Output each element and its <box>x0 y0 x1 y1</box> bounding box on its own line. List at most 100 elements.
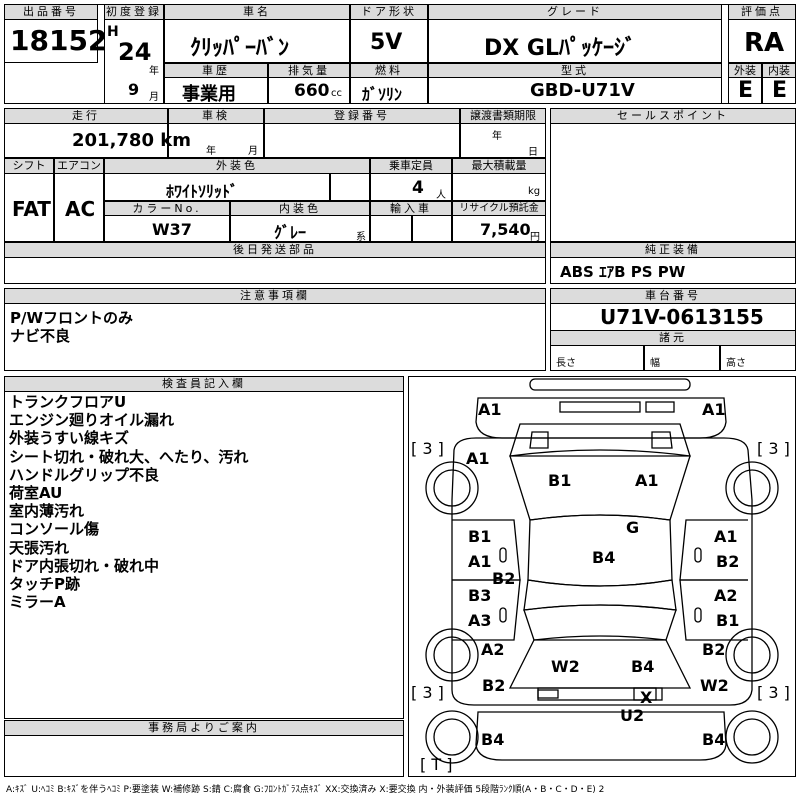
int-label: 内装 <box>762 63 796 78</box>
nin: 人 <box>436 190 446 201</box>
damage-a2-left-quarter: A2 <box>481 640 505 659</box>
damage-a1-hood-left: A1 <box>466 449 490 468</box>
model-label: 型式 <box>428 63 722 78</box>
damage-b1-windshield: B1 <box>548 471 572 490</box>
damage-a2-right-rear: A2 <box>714 586 738 605</box>
ac-label: エアコン <box>54 158 104 174</box>
office-label: 事務局よりご案内 <box>4 720 404 736</box>
displacement: 660 <box>294 81 330 101</box>
sales-cell <box>550 123 796 242</box>
insp-nen: 年 <box>206 146 216 157</box>
car-diagram-panel <box>408 376 796 777</box>
inspection-label: 車検 <box>168 108 264 124</box>
inspector-line: 荷室AU <box>9 484 63 503</box>
damage-g: G <box>626 518 640 537</box>
inspector-cell <box>4 391 404 719</box>
width-label: 幅 <box>650 358 660 369</box>
lot-number: 18152 <box>10 24 108 57</box>
damage-a1-left-door: A1 <box>468 552 492 571</box>
reg-month: 9 <box>128 80 140 99</box>
transfer-label: 譲渡書類期限 <box>460 108 546 124</box>
shipping-cell <box>4 257 546 284</box>
lot-label: 出品番号 <box>4 4 98 20</box>
doors-label: ドア形状 <box>350 4 428 20</box>
width-cell <box>644 345 720 371</box>
damage-u2: U2 <box>620 706 645 725</box>
inspector-line: 外装うすい線キズ <box>9 429 130 448</box>
transfer-cell <box>460 123 546 158</box>
mileage: 201,780 km <box>72 130 191 151</box>
color-extra-cell <box>330 173 370 201</box>
capacity-label: 乗車定員 <box>370 158 452 174</box>
tire-tread-rear-left: [ 3 ] <box>411 683 444 702</box>
capacity: 4 <box>412 178 424 198</box>
shipping-label: 後日発送部品 <box>4 242 546 258</box>
inspector-line: ドア内張切れ・破れ中 <box>9 556 160 575</box>
inspector-line: エンジン廻りオイル漏れ <box>9 411 175 430</box>
int-cell <box>762 77 796 104</box>
notes-label: 注意事項欄 <box>4 288 546 304</box>
color-cell <box>104 173 330 201</box>
inspector-line: シート切れ・破れ大、へたり、汚れ <box>9 447 249 466</box>
ac-cell <box>54 173 104 242</box>
shift-label: シフト <box>4 158 54 174</box>
tire-tread-rear-right: [ 3 ] <box>757 683 790 702</box>
color-label: 外装色 <box>104 158 370 174</box>
reg-year: 24 <box>118 38 152 66</box>
disp-label: 排気量 <box>268 63 350 78</box>
damage-a3-left-rear: A3 <box>468 611 492 630</box>
inspection-cell <box>168 123 264 158</box>
disp-cell <box>268 77 350 104</box>
model-cell <box>428 77 722 104</box>
interior-label: 内装色 <box>230 201 370 216</box>
colorno-label: カラーNo. <box>104 201 230 216</box>
height-label: 高さ <box>726 358 746 369</box>
grade-cell <box>428 19 722 63</box>
sales-label: セールスポイント <box>550 108 796 124</box>
doors-cell <box>350 19 428 63</box>
recycle-fee: 7,540 <box>480 220 531 239</box>
damage-b3-left-rear: B3 <box>468 586 492 605</box>
fuel: ｶﾞｿﾘﾝ <box>362 85 403 104</box>
fuel-label: 燃料 <box>350 63 428 78</box>
inspector-line: 室内薄汚れ <box>9 502 85 521</box>
ext-label: 外装 <box>728 63 762 78</box>
car-name: ｸﾘｯﾊﾟｰﾊﾞﾝ <box>190 36 290 61</box>
tsuki: 月 <box>149 92 159 103</box>
equip-cell <box>550 257 796 284</box>
length-cell <box>550 345 644 371</box>
damage-x: X <box>640 688 653 707</box>
note-line: P/Wフロントのみ <box>10 309 134 327</box>
load-label: 最大積載量 <box>452 158 546 174</box>
inspector-line: 天張汚れ <box>9 538 70 557</box>
grade: DX GLﾊﾟｯｹｰｼﾞ <box>484 36 636 61</box>
kg: kg <box>528 186 541 197</box>
damage-b2-right-door: B2 <box>716 552 740 571</box>
damage-b2-left-quarter: B2 <box>482 676 506 695</box>
height-cell <box>720 345 796 371</box>
name-cell <box>164 19 350 63</box>
color-number: W37 <box>152 220 192 239</box>
tire-tread-spare: [ T ] <box>420 755 453 774</box>
shift-cell <box>4 173 54 242</box>
model: GBD-U71V <box>530 80 635 101</box>
capacity-cell <box>370 173 452 201</box>
yen: 円 <box>530 232 540 243</box>
lot-cell <box>4 19 98 63</box>
equip-label: 純正装備 <box>550 242 796 258</box>
history: 事業用 <box>182 84 236 105</box>
interior-cell <box>230 215 370 242</box>
damage-legend: A:ｷｽﾞ U:ﾍｺﾐ B:ｷｽﾞを伴うﾍｺﾐ P:要塗装 W:補修跡 S:錆 … <box>6 785 605 795</box>
int-grade: E <box>772 78 788 103</box>
plate-cell <box>264 123 460 158</box>
history-cell <box>164 77 268 104</box>
recycle-label: リサイクル預託金 <box>452 201 546 216</box>
dims-label: 諸元 <box>550 330 796 346</box>
notes-cell <box>4 303 546 371</box>
damage-a1-windshield: A1 <box>635 471 659 490</box>
frame-label: 車台番号 <box>550 288 796 304</box>
damage-a1-right-door: A1 <box>714 527 738 546</box>
car-diagram-icon <box>425 378 779 764</box>
damage-a1-front-right: A1 <box>702 400 726 419</box>
era: H <box>107 24 119 40</box>
